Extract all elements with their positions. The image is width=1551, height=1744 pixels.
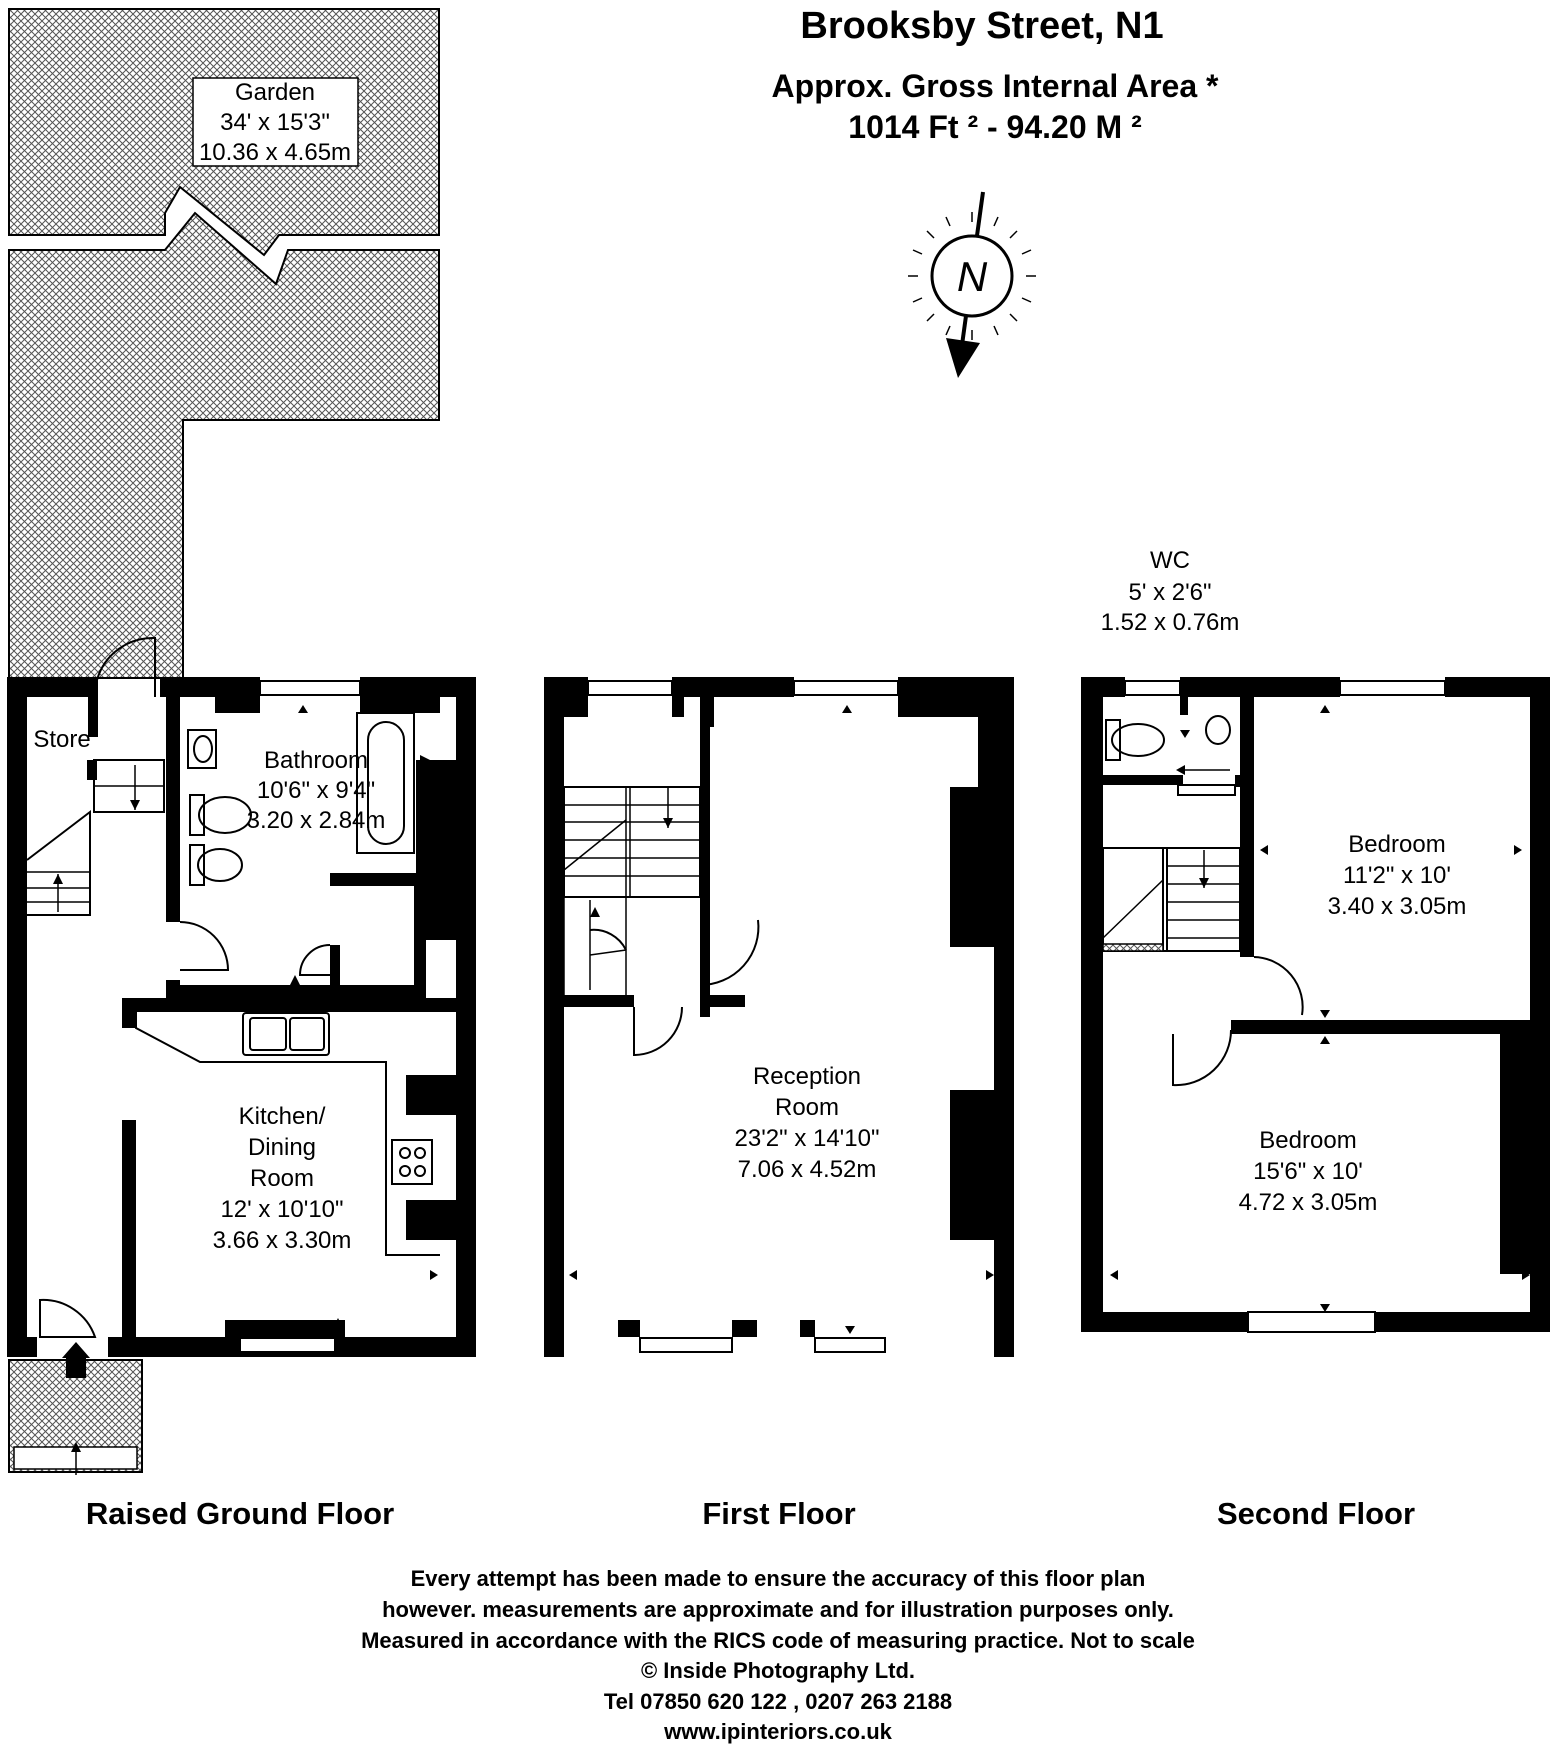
ground-floor-plan bbox=[7, 636, 476, 1378]
wc-imperial: 5' x 2'6" bbox=[1128, 579, 1211, 606]
bedroom1-name: Bedroom bbox=[1348, 831, 1445, 858]
store-name: Store bbox=[33, 726, 90, 753]
area-value: 1014 Ft ² - 94.20 M ² bbox=[848, 109, 1141, 145]
bathroom-name: Bathroom bbox=[264, 747, 368, 774]
garden-name: Garden bbox=[235, 79, 315, 106]
second-floor-plan bbox=[1081, 677, 1550, 1333]
plan-title: Brooksby Street, N1 bbox=[800, 5, 1163, 47]
bedroom1-metric: 3.40 x 3.05m bbox=[1328, 893, 1467, 920]
disclaimer-line3: Measured in accordance with the RICS cod… bbox=[361, 1628, 1195, 1653]
kitchen-imperial: 12' x 10'10" bbox=[220, 1196, 343, 1223]
website-link[interactable]: www.ipinteriors.co.uk bbox=[663, 1719, 893, 1744]
floor-label-second: Second Floor bbox=[1217, 1496, 1415, 1531]
reception-name-line1: Reception bbox=[753, 1063, 861, 1090]
kitchen-name-line1: Kitchen/ bbox=[239, 1103, 326, 1130]
garden-label-box bbox=[192, 77, 359, 167]
floor-label-ground: Raised Ground Floor bbox=[86, 1496, 394, 1531]
garden-metric: 10.36 x 4.65m bbox=[199, 139, 351, 166]
copyright: © Inside Photography Ltd. bbox=[641, 1658, 915, 1683]
bedroom2-metric: 4.72 x 3.05m bbox=[1239, 1189, 1378, 1216]
bedroom2-imperial: 15'6" x 10' bbox=[1253, 1158, 1363, 1185]
disclaimer-line1: Every attempt has been made to ensure th… bbox=[411, 1566, 1146, 1591]
kitchen-metric: 3.66 x 3.30m bbox=[213, 1227, 352, 1254]
bedroom2-name: Bedroom bbox=[1259, 1127, 1356, 1154]
garden-imperial: 34' x 15'3" bbox=[220, 109, 330, 136]
first-floor-plan bbox=[544, 677, 1014, 1357]
reception-name-line2: Room bbox=[775, 1094, 839, 1121]
wc-name: WC bbox=[1150, 547, 1190, 574]
area-label: Approx. Gross Internal Area * bbox=[772, 68, 1219, 104]
garden-area bbox=[8, 8, 440, 1475]
reception-metric: 7.06 x 4.52m bbox=[738, 1156, 877, 1183]
kitchen-name-line3: Room bbox=[250, 1165, 314, 1192]
kitchen-name-line2: Dining bbox=[248, 1134, 316, 1161]
floor-label-first: First Floor bbox=[702, 1496, 855, 1531]
bathroom-imperial: 10'6" x 9'4" bbox=[257, 777, 375, 804]
compass-north-label: N bbox=[957, 253, 988, 300]
disclaimer-line2: however. measurements are approximate an… bbox=[382, 1597, 1174, 1622]
phone-numbers: Tel 07850 620 122 , 0207 263 2188 bbox=[604, 1689, 952, 1714]
bedroom1-imperial: 11'2" x 10' bbox=[1343, 862, 1451, 889]
bathroom-metric: 3.20 x 2.84m bbox=[247, 807, 386, 834]
reception-imperial: 23'2" x 14'10" bbox=[735, 1125, 880, 1152]
compass-icon: N bbox=[908, 191, 1036, 378]
wc-metric: 1.52 x 0.76m bbox=[1101, 609, 1240, 636]
